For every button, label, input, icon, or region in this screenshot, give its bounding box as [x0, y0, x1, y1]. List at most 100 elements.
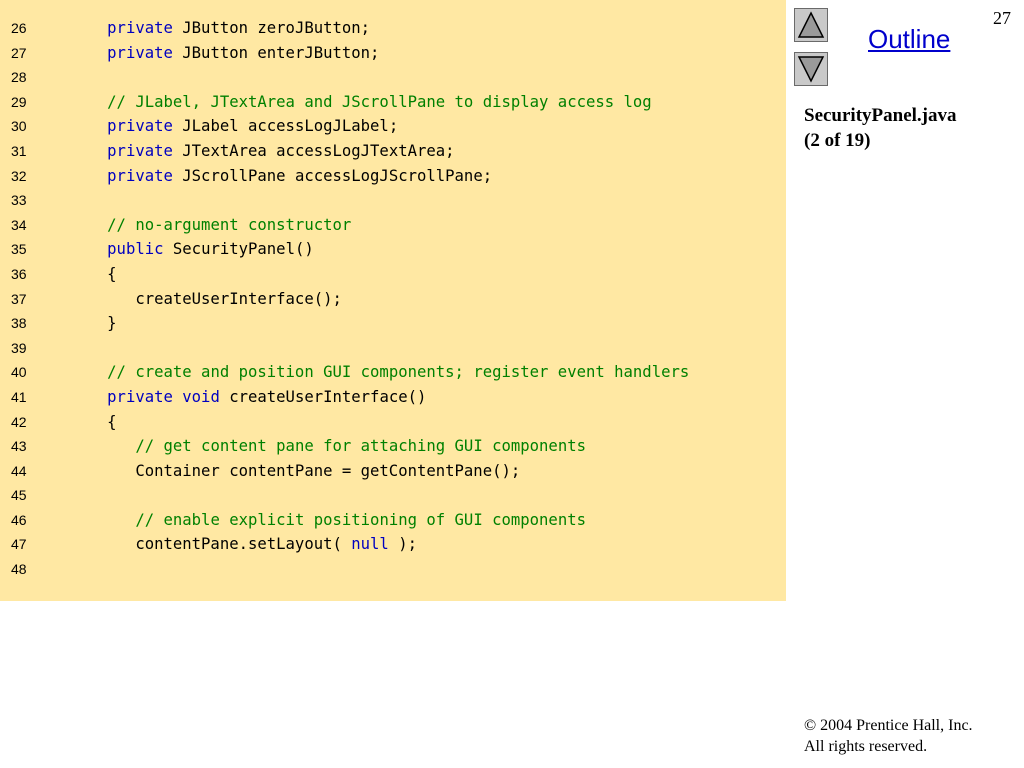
code-line: 31 private JTextArea accessLogJTextArea;: [0, 139, 786, 164]
code-line: 48: [0, 557, 786, 582]
code-token: Container contentPane = getContentPane()…: [79, 461, 521, 480]
next-slide-button[interactable]: [794, 52, 828, 86]
code-line: 32 private JScrollPane accessLogJScrollP…: [0, 164, 786, 189]
line-number: 42: [11, 413, 27, 430]
line-number: 32: [11, 167, 27, 184]
code-text: private JButton zeroJButton;: [79, 16, 370, 41]
line-number: 34: [11, 216, 27, 233]
code-token: SecurityPanel(): [163, 240, 314, 259]
code-line: 39: [0, 336, 786, 361]
code-token: [79, 117, 107, 135]
line-number: 41: [11, 388, 27, 405]
code-keyword: private: [107, 19, 173, 37]
code-keyword: public: [107, 240, 164, 259]
code-token: [79, 511, 135, 529]
code-text: // JLabel, JTextArea and JScrollPane to …: [79, 90, 652, 115]
code-line: 42 {: [0, 410, 786, 435]
code-text: // create and position GUI components; r…: [79, 360, 689, 385]
triangle-up-icon: [797, 11, 825, 38]
code-text: private JScrollPane accessLogJScrollPane…: [79, 164, 492, 189]
line-number: 46: [11, 511, 27, 528]
file-part: (2 of 19): [804, 130, 871, 151]
code-text: // no-argument constructor: [79, 213, 351, 238]
code-keyword: private: [107, 387, 173, 406]
code-token: JButton enterJButton;: [172, 43, 380, 62]
line-number: 26: [11, 20, 27, 36]
code-line: 47 contentPane.setLayout( null );: [0, 532, 786, 557]
line-number: 44: [11, 462, 27, 479]
file-caption: SecurityPanel.java (2 of 19): [804, 103, 957, 153]
code-comment: // create and position GUI components; r…: [107, 363, 690, 382]
code-line: 46 // enable explicit positioning of GUI…: [0, 508, 786, 533]
code-line: 33: [0, 188, 786, 213]
slide-number: 27: [993, 8, 1011, 28]
line-number: 37: [11, 290, 27, 307]
code-text: private JTextArea accessLogJTextArea;: [79, 139, 455, 164]
code-text: // enable explicit positioning of GUI co…: [79, 508, 586, 533]
code-keyword: private: [107, 141, 173, 160]
line-number: 31: [11, 142, 27, 159]
code-text: private JLabel accessLogJLabel;: [79, 114, 398, 139]
outline-link[interactable]: Outline: [868, 24, 951, 54]
code-line: 36 {: [0, 262, 786, 287]
copyright-line: © 2004 Prentice Hall, Inc.: [804, 717, 973, 734]
line-number: 48: [11, 561, 27, 578]
code-token: [79, 216, 107, 234]
line-number: 43: [11, 438, 27, 455]
code-token: createUserInterface(): [219, 387, 427, 406]
previous-slide-button[interactable]: [794, 8, 828, 42]
code-text: Container contentPane = getContentPane()…: [79, 459, 520, 484]
rights-line: All rights reserved.: [804, 738, 928, 755]
code-token: [79, 167, 107, 185]
code-line: 43 // get content pane for attaching GUI…: [0, 434, 786, 459]
code-token: [79, 363, 107, 381]
code-token: [79, 142, 107, 160]
code-text: contentPane.setLayout( null );: [79, 532, 417, 557]
code-text: private JButton enterJButton;: [79, 41, 379, 66]
code-line: 38 }: [0, 311, 786, 336]
code-token: [79, 44, 107, 62]
code-line: 30 private JLabel accessLogJLabel;: [0, 114, 786, 139]
code-comment: // enable explicit positioning of GUI co…: [135, 510, 586, 529]
code-token: }: [79, 314, 117, 333]
line-number: 28: [11, 69, 27, 86]
code-token: JTextArea accessLogJTextArea;: [172, 141, 455, 160]
file-title: SecurityPanel.java: [804, 105, 957, 126]
code-line: 44 Container contentPane = getContentPan…: [0, 459, 786, 484]
code-token: [79, 19, 107, 37]
line-number: 35: [11, 241, 27, 258]
code-comment: // JLabel, JTextArea and JScrollPane to …: [107, 92, 652, 111]
code-keyword: private: [107, 166, 173, 185]
code-line: 40 // create and position GUI components…: [0, 360, 786, 385]
code-token: JButton zeroJButton;: [172, 19, 371, 37]
code-line: 29 // JLabel, JTextArea and JScrollPane …: [0, 90, 786, 115]
code-panel: 26 private JButton zeroJButton; 27 privat…: [0, 0, 786, 601]
code-token: createUserInterface();: [79, 289, 342, 308]
code-text: {: [79, 262, 117, 287]
code-keyword: void: [182, 387, 220, 406]
line-number: 33: [11, 192, 27, 209]
code-comment: // no-argument constructor: [107, 215, 352, 234]
code-keyword: private: [107, 43, 173, 62]
line-number: 45: [11, 487, 27, 504]
line-number: 39: [11, 339, 27, 356]
code-token: contentPane.setLayout(: [79, 535, 352, 554]
code-text: {: [79, 410, 116, 435]
code-comment: // get content pane for attaching GUI co…: [135, 437, 586, 456]
line-number: 40: [11, 364, 27, 381]
code-token: [79, 240, 107, 258]
code-keyword: private: [107, 117, 173, 136]
code-token: );: [388, 535, 417, 554]
code-line: 45: [0, 483, 786, 508]
code-line: 34 // no-argument constructor: [0, 213, 786, 238]
code-line: 41 private void createUserInterface(): [0, 385, 786, 410]
line-number: 38: [11, 315, 27, 332]
line-number: 30: [11, 118, 27, 135]
code-keyword: null: [351, 535, 389, 554]
code-listing: 26 private JButton zeroJButton; 27 privat…: [0, 16, 786, 582]
code-token: JLabel accessLogJLabel;: [172, 117, 399, 136]
copyright-notice: © 2004 Prentice Hall, Inc. All rights re…: [804, 715, 973, 757]
code-token: {: [79, 264, 117, 283]
line-number: 29: [11, 93, 27, 110]
line-number: 27: [11, 44, 27, 61]
